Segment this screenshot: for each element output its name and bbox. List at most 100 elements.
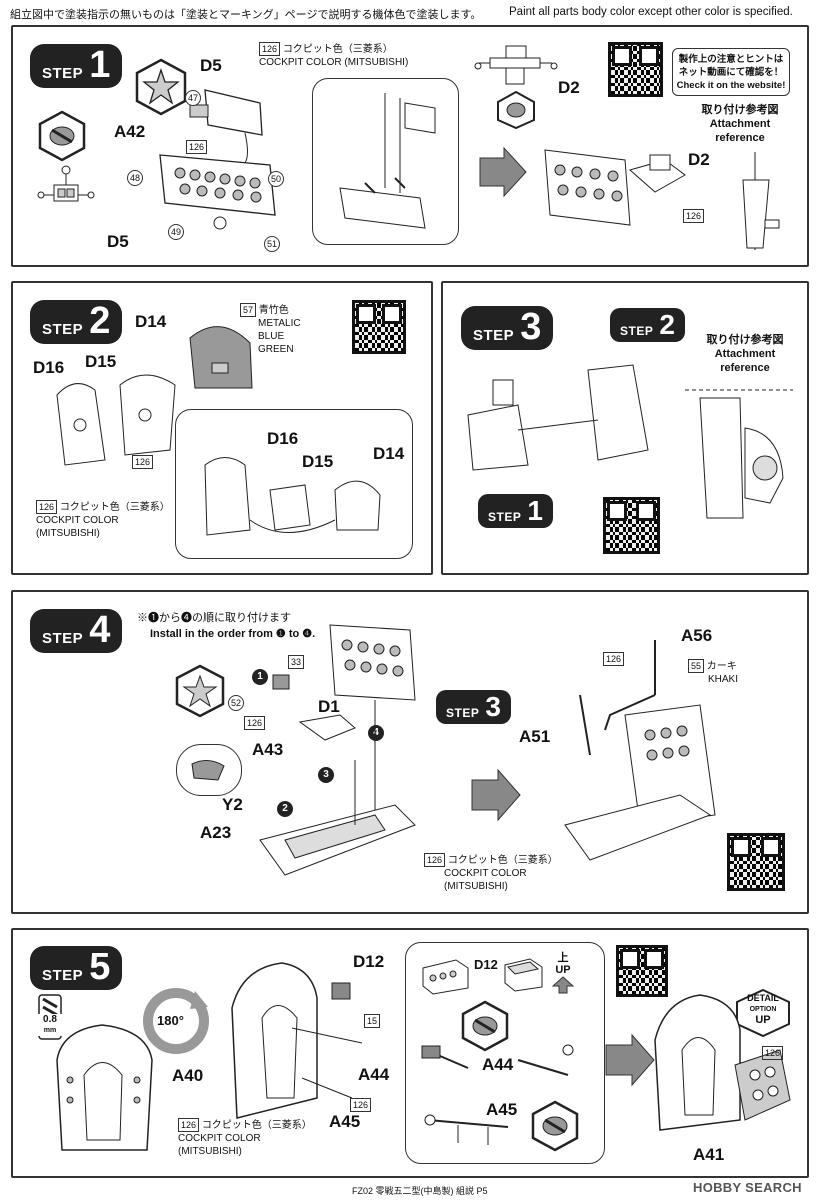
- note-ja1: 製作上の注意とヒントは: [678, 54, 784, 65]
- qr-code-step1[interactable]: [608, 42, 663, 97]
- order-mark-1: 1: [252, 666, 268, 685]
- decal-52: 52: [228, 693, 244, 711]
- part-d14-sketch: [189, 326, 253, 389]
- step1-code-126: 126: [186, 137, 208, 155]
- part-label-d5-b: D5: [107, 232, 129, 251]
- step3-badge: STEP 3: [461, 306, 554, 350]
- up-indicator: 上 UP: [551, 952, 575, 997]
- part-label-d15-b: D15: [302, 452, 334, 471]
- decal-49: 49: [168, 222, 184, 240]
- part-a45-detail: [424, 1114, 509, 1145]
- step1-detail-sketch: [339, 93, 436, 229]
- part-label-d14: D14: [135, 312, 167, 331]
- step5-color-cockpit: 126 コクピット色（三菱系） COCKPIT COLOR (MITSUBISH…: [178, 1118, 312, 1157]
- part-d16-d15-sketch: [56, 374, 176, 466]
- part-label-d5-a: D5: [200, 56, 222, 75]
- part-label-d12: D12: [353, 952, 385, 971]
- part-d2-sketch: [474, 45, 558, 130]
- step5-code-126b: 126: [762, 1043, 784, 1061]
- note-ja2: ネット動画にて確認を！: [678, 67, 784, 78]
- step-number: 1: [89, 44, 111, 86]
- step4-code-126b: 126: [603, 649, 625, 667]
- step5-badge: STEP 5: [30, 946, 123, 990]
- step4-code-33: 33: [288, 652, 305, 670]
- next-arrow-3: [605, 1033, 655, 1087]
- step1-attachment-ref: 取り付け参考図 Attachment reference: [701, 104, 779, 144]
- up-arrow-icon: [551, 976, 575, 994]
- step5-assembly-sketch: [231, 962, 363, 1119]
- order-mark-2: 2: [277, 798, 293, 817]
- part-label-d15: D15: [85, 352, 117, 371]
- part-label-a40: A40: [172, 1066, 204, 1085]
- decal-48: 48: [127, 168, 143, 186]
- step1-ref-sketch: [742, 152, 780, 250]
- part-label-d2-a: D2: [558, 78, 580, 97]
- step3-substep-1: STEP 1: [478, 494, 553, 528]
- header-note-ja: 組立図中で塗装指示の無いものは「塗装とマーキング」ページで説明する機体色で塗装し…: [10, 9, 482, 21]
- part-label-d1: D1: [318, 697, 340, 716]
- part-a44-detail: [421, 1044, 574, 1076]
- order-mark-3: 3: [318, 764, 334, 783]
- step5-code-15: 15: [364, 1011, 381, 1029]
- step4-result-sketch: [564, 640, 716, 861]
- decal-50: 50: [268, 169, 284, 187]
- next-arrow: [479, 146, 527, 198]
- part-d12-box: [504, 958, 543, 992]
- color-code-box: 126: [259, 42, 281, 56]
- step1-badge: STEP 1: [30, 44, 123, 88]
- part-a40-sketch: [56, 1024, 153, 1151]
- step5-code-126a: 126: [350, 1095, 372, 1113]
- hobby-search-watermark: HOBBY SEARCH: [693, 1180, 802, 1195]
- step3-assembly-sketch: [467, 364, 649, 471]
- step1-code-126b: 126: [683, 206, 705, 224]
- step1-color-note: 126 コクピット色（三菱系） COCKPIT COLOR (MITSUBISH…: [259, 42, 408, 69]
- part-label-a43: A43: [252, 740, 284, 759]
- decal-51: 51: [264, 234, 280, 252]
- note-en: Check it on the website!: [676, 80, 786, 91]
- page-footer: FZ02 零戦五二型(中島製) 組説 P5: [352, 1186, 488, 1196]
- color-ja: コクピット色（三菱系）: [282, 44, 393, 55]
- part-label-a51: A51: [519, 727, 551, 746]
- decal-47: 47: [185, 88, 201, 106]
- cement-icon: [38, 110, 86, 162]
- qr-code-step3[interactable]: [603, 497, 660, 554]
- part-label-a45: A45: [329, 1112, 361, 1131]
- step3-substep-2: STEP 2: [610, 308, 685, 342]
- step2-color-cockpit: 126 コクピット色（三菱系） COCKPIT COLOR (MITSUBISH…: [36, 500, 170, 539]
- drill-size: 0.8 mm: [38, 1014, 62, 1036]
- order-mark-4: 4: [368, 722, 384, 741]
- part-label-a42: A42: [114, 122, 146, 141]
- part-d5-sketch: [37, 165, 95, 202]
- part-y2-sketch: [191, 760, 225, 781]
- step2-detail-sketch: [204, 457, 381, 536]
- painted-star-icon: [135, 58, 187, 116]
- cement-icon-3: [531, 1100, 579, 1152]
- instrument-panel-sketch: [159, 89, 276, 230]
- part-label-d16: D16: [33, 358, 65, 377]
- step4-color-khaki: 55 カーキ KHAKI: [688, 659, 738, 686]
- rotate-180-icon: [143, 988, 209, 1054]
- step4-order-en: Install in the order from ❶ to ❹.: [150, 628, 316, 640]
- step2-badge: STEP 2: [30, 300, 123, 344]
- detail-up-badge-shape: [736, 988, 790, 1038]
- next-arrow-2: [471, 768, 521, 822]
- step-word: STEP: [42, 65, 84, 82]
- part-label-a41: A41: [693, 1145, 725, 1164]
- part-label-a44-b: A44: [482, 1055, 514, 1074]
- part-label-d16-b: D16: [267, 429, 299, 448]
- part-label-a56: A56: [681, 626, 713, 645]
- part-label-a44: A44: [358, 1065, 390, 1084]
- step2-color-metallic: 57 青竹色 METALIC BLUE GREEN: [240, 303, 301, 356]
- cement-icon-2: [461, 1000, 509, 1052]
- part-label-d2-b: D2: [688, 150, 710, 169]
- qr-code-step4[interactable]: [727, 833, 785, 891]
- step1-assembled-sketch: [544, 149, 686, 226]
- painted-star-icon-2: [175, 664, 225, 718]
- qr-code-step2[interactable]: [352, 300, 406, 354]
- part-d12-detail: [422, 959, 469, 995]
- step4-badge: STEP 4: [30, 609, 123, 653]
- step3-ref-sketch: [685, 389, 793, 519]
- part-label-a23: A23: [200, 823, 232, 842]
- website-note-box: 製作上の注意とヒントは ネット動画にて確認を！ Check it on the …: [672, 48, 790, 96]
- qr-code-step5[interactable]: [616, 945, 668, 997]
